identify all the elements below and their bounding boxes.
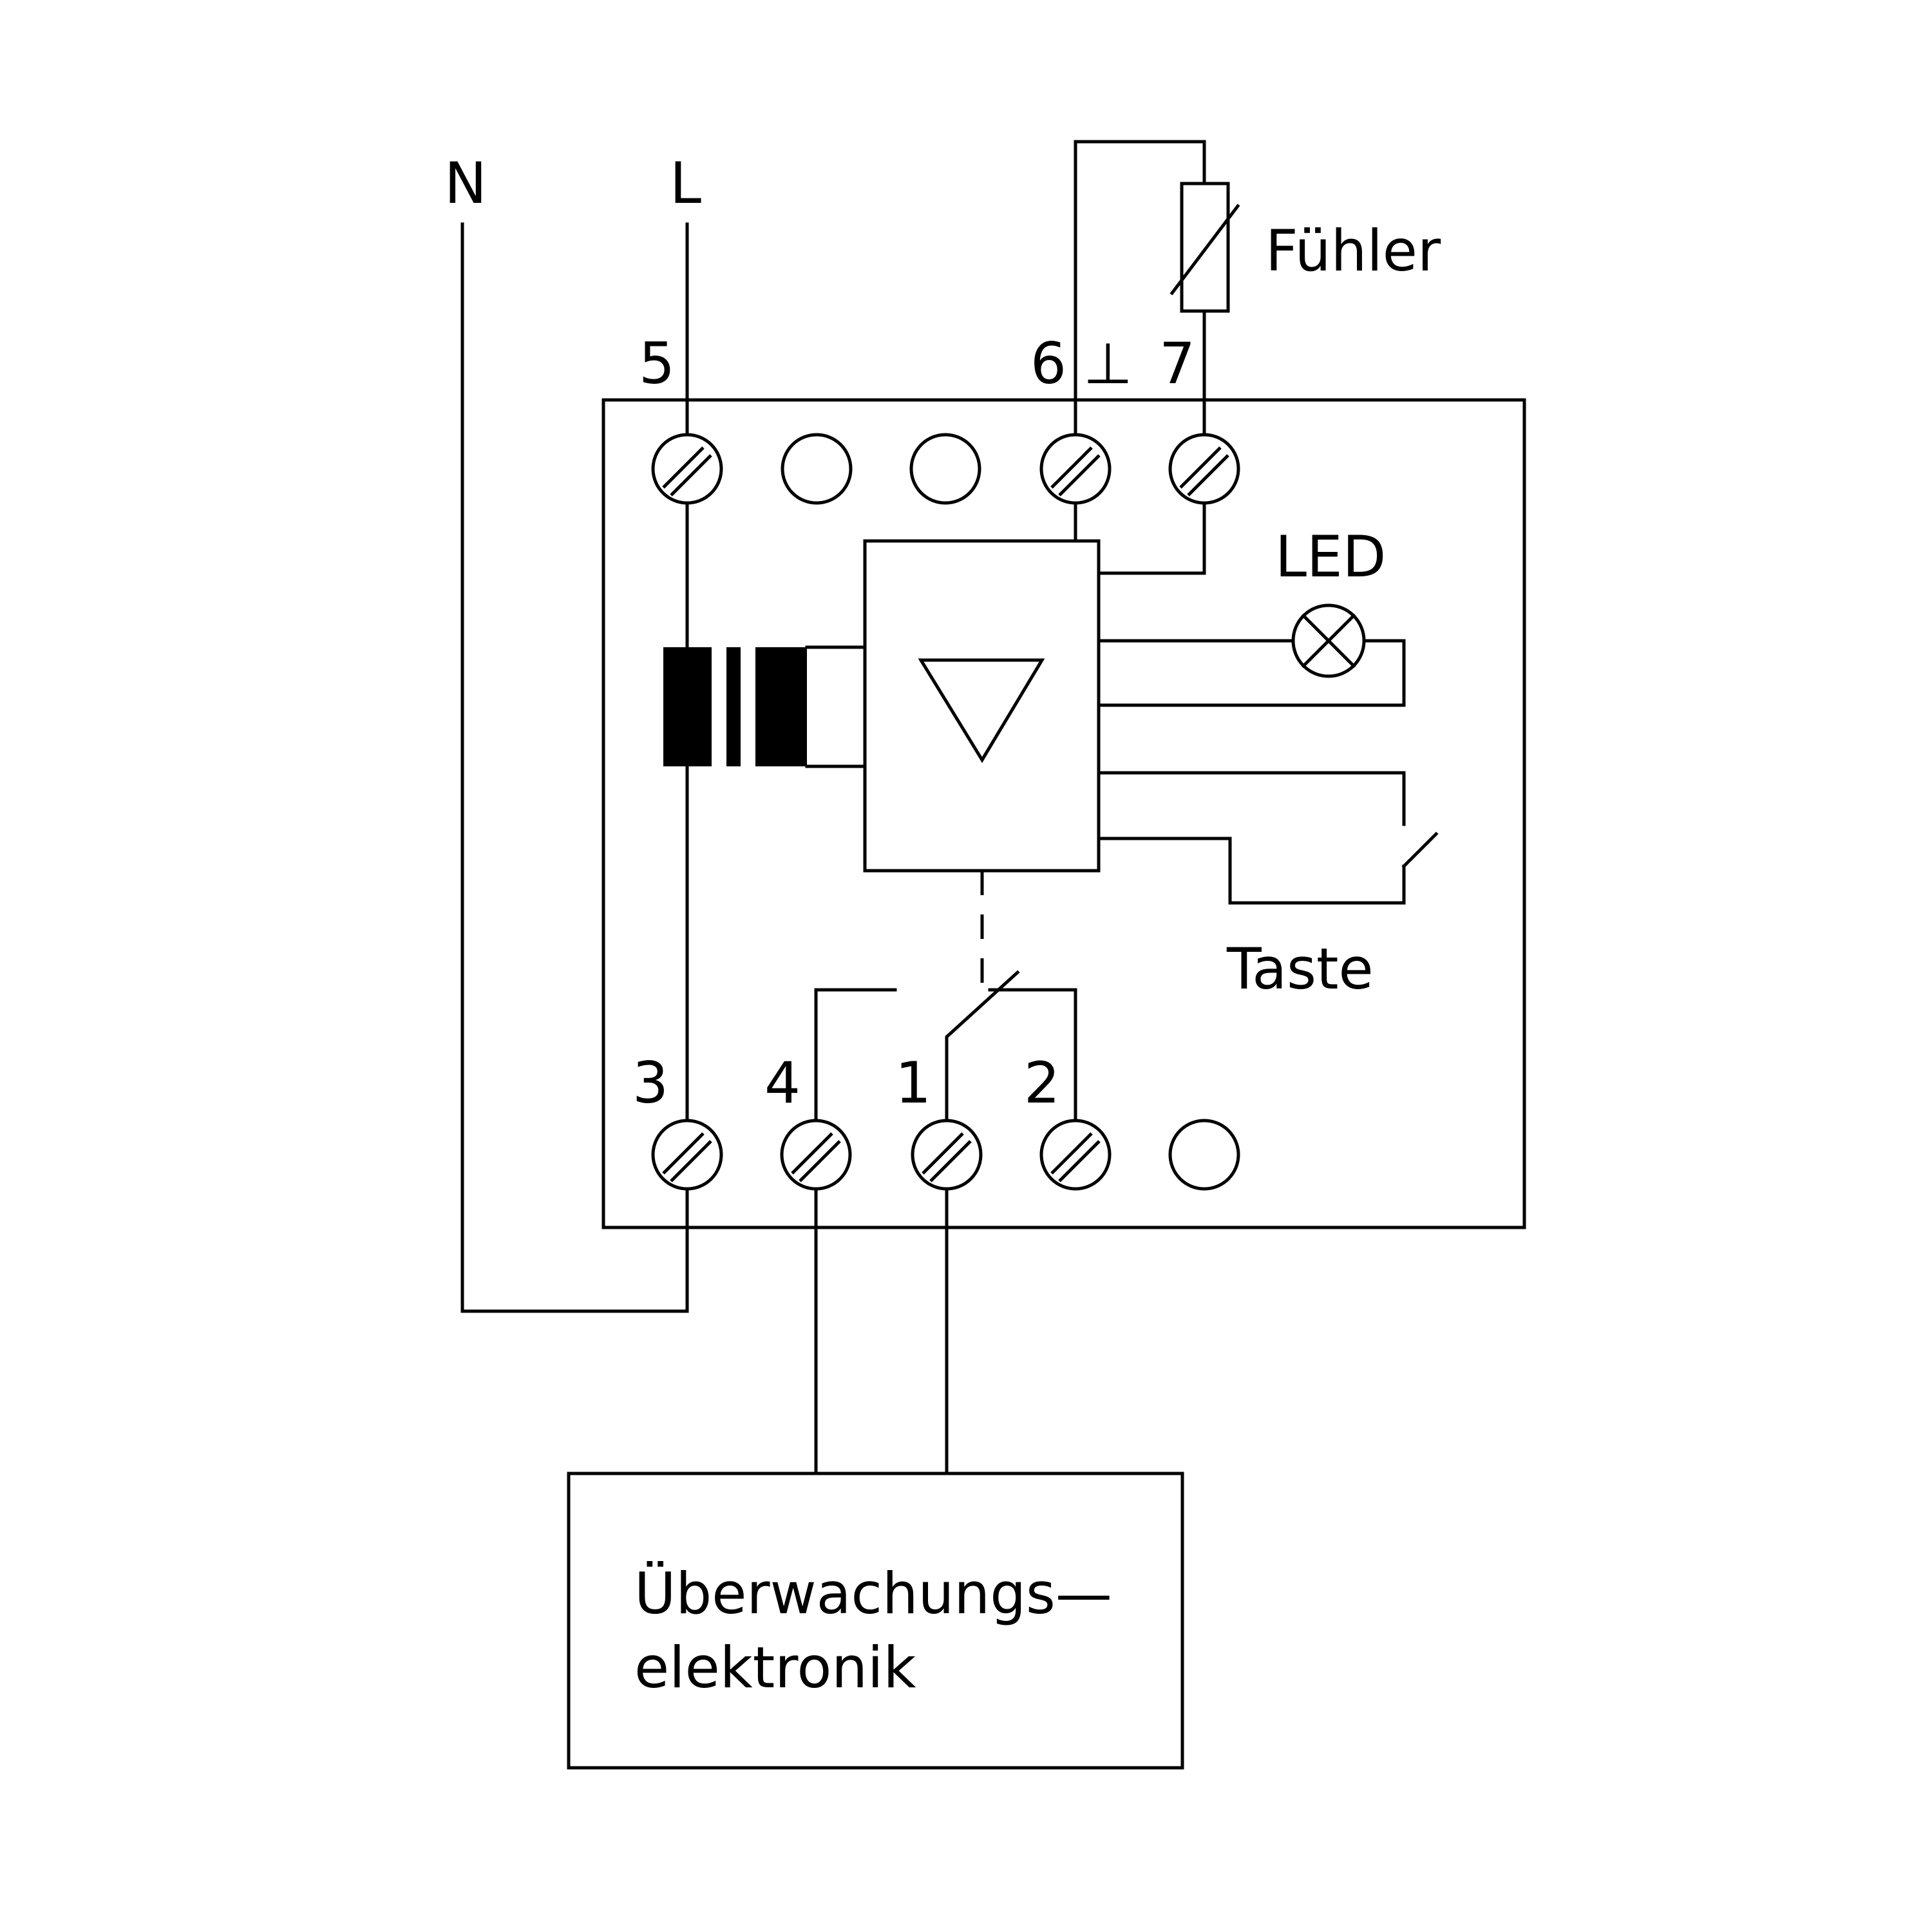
- terminal-label-5: 5: [639, 330, 675, 397]
- transformer-core: [726, 647, 741, 766]
- button-wire-bottom: [1097, 837, 1406, 905]
- ground-symbol: ⊥: [1083, 330, 1133, 397]
- led-cross-b: [1301, 613, 1356, 668]
- terminal-empty-c: [1168, 1119, 1240, 1191]
- terminal-label-7: 7: [1159, 330, 1195, 397]
- label-led: LED: [1275, 524, 1386, 590]
- terminal-empty-a: [781, 433, 853, 505]
- amplifier-triangle-icon: [918, 658, 1045, 763]
- terminal-label-4: 4: [764, 1050, 800, 1116]
- led-wire-return: [1097, 639, 1406, 707]
- monitor-label-line2: elektronik: [634, 1634, 916, 1701]
- label-sensor: Fühler: [1265, 218, 1441, 284]
- relay-contact-common: [945, 970, 1020, 1122]
- relay-contact-nc: [814, 988, 897, 1122]
- label-line: L: [670, 150, 701, 216]
- label-neutral: N: [444, 150, 487, 216]
- terminal-label-6: 6: [1030, 330, 1066, 397]
- terminal-label-3: 3: [632, 1050, 668, 1116]
- neutral-wire: [460, 222, 689, 1313]
- terminal-6: [1039, 433, 1112, 505]
- terminal-1: [911, 1119, 983, 1191]
- button-switch-contact: [1401, 831, 1439, 869]
- terminal-3: [651, 1119, 723, 1191]
- label-button: Taste: [1226, 936, 1374, 1002]
- terminal-2: [1039, 1119, 1112, 1191]
- wire-t7-control: [1097, 488, 1206, 575]
- thermistor-slash: [1170, 204, 1240, 296]
- terminal-empty-b: [909, 433, 981, 505]
- terminal-label-1: 1: [895, 1050, 931, 1116]
- transformer-primary-coil: [663, 647, 712, 766]
- monitor-label-line1: Überwachungs—: [634, 1560, 1112, 1627]
- terminal-5: [651, 433, 723, 505]
- control-unit-box: [863, 539, 1101, 873]
- device-housing: [601, 398, 1526, 1229]
- button-wire-top: [1097, 771, 1406, 826]
- sensor-wire-left: [1074, 140, 1206, 440]
- terminal-label-2: 2: [1024, 1050, 1060, 1116]
- relay-contact-no: [988, 988, 1077, 1122]
- monitoring-electronics-box: [567, 1472, 1184, 1770]
- terminal-4: [780, 1119, 852, 1191]
- terminal-7: [1168, 433, 1240, 505]
- transformer-secondary-coil: [755, 647, 807, 766]
